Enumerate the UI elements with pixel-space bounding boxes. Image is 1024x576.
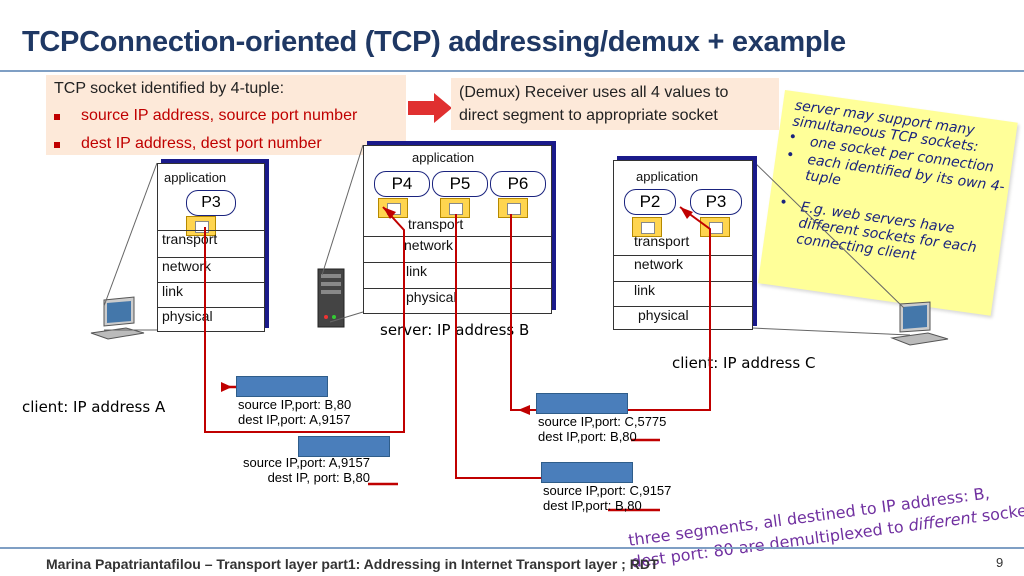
socket-icon [700,217,730,237]
page-number: 9 [996,555,1004,570]
segment-2-text: source IP,port: A,9157 dest IP, port: B,… [243,455,370,485]
layer-link: link [364,262,551,279]
socket-definition-box: TCP socket identified by 4-tuple: source… [46,75,406,155]
layer-physical: physical [614,306,752,323]
footer-text: Marina Papatriantafilou – Transport laye… [46,556,659,572]
bullet-marker [54,114,60,120]
laptop-icon [90,296,145,340]
layer-physical: physical [364,288,551,305]
footer-divider [0,547,1024,549]
application-label: application [636,169,699,184]
bullet-dest: dest IP address, dest port number [81,135,322,152]
segment-source: source IP,port: C,5775 [538,414,667,429]
process-p5: P5 [432,171,488,197]
host-c-label: client: IP address C [672,354,816,372]
demux-box: (Demux) Receiver uses all 4 values to di… [451,78,779,130]
segment-3-text: source IP,port: C,5775 dest IP,port: B,8… [538,414,666,444]
layer-physical: physical [158,307,264,324]
layer-network: network [158,257,264,274]
application-label: application [412,150,475,165]
segment-dest: dest IP,port: B,80 [543,498,642,513]
bullet-source: source IP address, source port number [81,107,358,124]
layer-network: network [614,255,752,272]
segment-1-text: source IP,port: B,80 dest IP,port: A,915… [238,397,351,427]
process-p3: P3 [186,190,236,216]
slide-title: TCPConnection-oriented (TCP) addressing/… [22,26,846,58]
segment-packet [236,376,328,397]
socket-icon [498,198,528,218]
layer-link: link [158,282,264,299]
demux-line-2: direct segment to appropriate socket [459,107,718,124]
protocol-stack-b: application P4 P5 P6 transport network l… [363,145,552,314]
socket-icon [632,217,662,237]
segment-dest: dest IP,port: A,9157 [238,412,351,427]
layer-link: link [614,281,752,298]
protocol-stack-c: application P2 P3 transport network link… [613,160,753,330]
segment-4-text: source IP,port: C,9157 dest IP,port: B,8… [543,483,671,513]
segment-dest: dest IP,port: B,80 [538,429,637,444]
segment-packet [536,393,628,414]
title-divider [0,70,1024,72]
process-p2: P2 [624,189,676,215]
bullet-marker [54,142,60,148]
segment-source: source IP,port: A,9157 [243,455,370,470]
layer-transport: transport [158,230,264,247]
right-arrow-icon [408,93,452,123]
process-p6: P6 [490,171,546,197]
segment-dest: dest IP, port: B,80 [267,470,370,485]
socket-definition-heading: TCP socket identified by 4-tuple: [54,80,285,97]
laptop-icon [890,301,949,346]
layer-transport: transport [408,216,464,232]
segment-source: source IP,port: B,80 [238,397,352,412]
process-p4: P4 [374,171,430,197]
protocol-stack-a: application P3 transport network link ph… [157,163,265,332]
demux-line-1: (Demux) Receiver uses all 4 values to [459,84,729,101]
segment-packet [298,436,390,457]
segment-source: source IP,port: C,9157 [543,483,672,498]
application-label: application [164,170,227,185]
host-a-label: client: IP address A [22,398,166,416]
layer-transport: transport [634,233,690,249]
host-b-label: server: IP address B [380,321,530,339]
server-icon [317,268,345,328]
process-p3: P3 [690,189,742,215]
segment-packet [541,462,633,483]
layer-network: network [364,236,551,253]
